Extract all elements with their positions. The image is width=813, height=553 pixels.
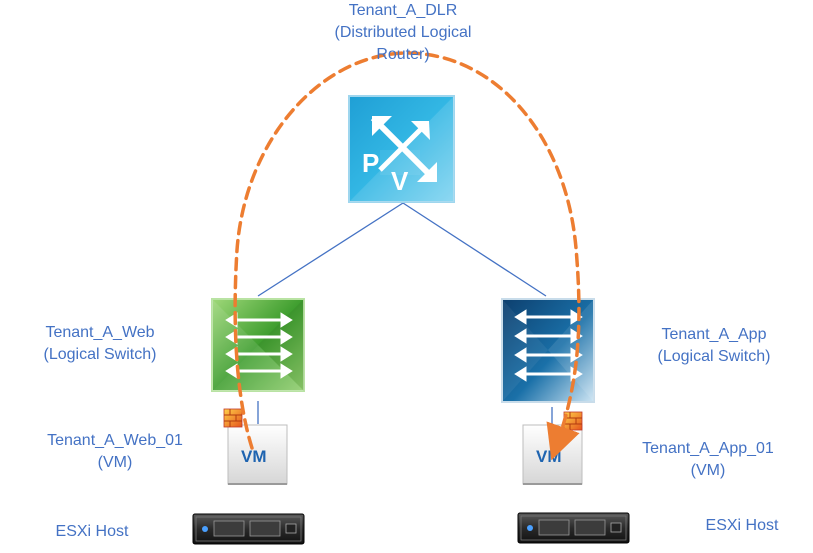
traffic-path [233,51,581,461]
web-vm-icon-text: VM [241,447,267,466]
app-switch-label: Tenant_A_App (Logical Switch) [634,324,794,368]
web-switch-type: (Logical Switch) [43,346,157,363]
web-vm-icon: VM [227,424,288,485]
router-icon: P V [348,95,455,203]
app-switch-type: (Logical Switch) [657,348,771,365]
router-name: Tenant_A_DLR [348,2,458,19]
web-esxi-host-name: ESXi Host [55,523,129,540]
web-switch-name: Tenant_A_Web [45,324,155,341]
app-switch-name: Tenant_A_App [661,326,767,343]
app-vm-type: (VM) [690,462,726,479]
web-switch-label: Tenant_A_Web (Logical Switch) [20,322,180,366]
web-esxi-host-label: ESXi Host [40,521,144,543]
web-esxi-host-icon [192,513,305,545]
app-esxi-host-label: ESXi Host [690,515,794,537]
app-vm-label: Tenant_A_App_01 (VM) [616,438,800,482]
router-description-line1: (Distributed Logical [334,24,472,41]
web-vm-label: Tenant_A_Web_01 (VM) [20,430,210,474]
app-vm-icon: VM [522,424,583,485]
web-firewall-icon [223,408,243,428]
router-description-line2: Router) [376,46,430,63]
router-icon-letter-v: V [391,166,409,196]
router-label: Tenant_A_DLR (Distributed Logical Router… [300,0,506,66]
app-vm-icon-text: VM [536,447,562,466]
app-esxi-host-icon [517,512,630,544]
app-esxi-host-name: ESXi Host [705,517,779,534]
router-to-web-link [257,202,404,297]
web-vm-type: (VM) [97,454,133,471]
app-vm-name: Tenant_A_App_01 [642,440,774,457]
web-logical-switch-icon [211,298,305,392]
web-vm-name: Tenant_A_Web_01 [47,432,183,449]
router-icon-letter-p: P [362,148,379,178]
router-to-app-link [402,202,547,297]
